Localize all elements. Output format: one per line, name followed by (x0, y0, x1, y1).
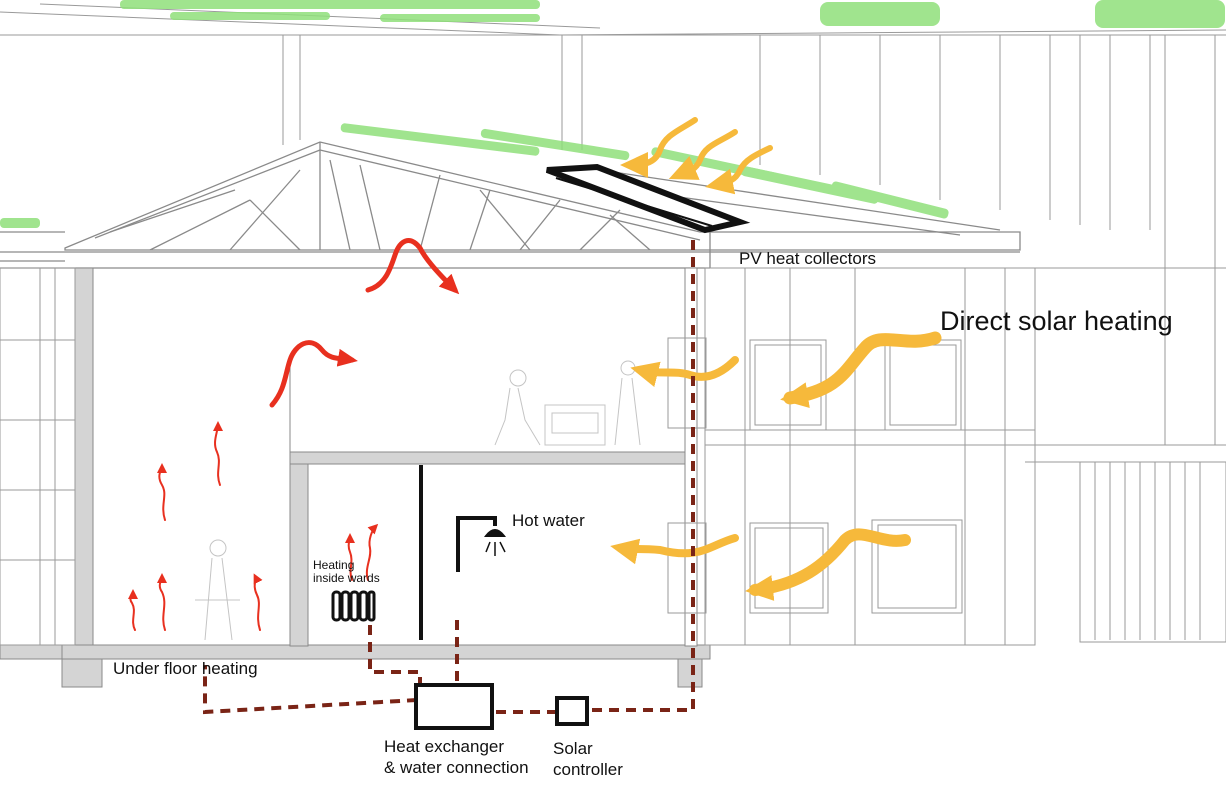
pv-heat-collectors-label: PV heat collectors (739, 249, 877, 268)
hot-water-label: Hot water (512, 511, 585, 530)
solar-controller-label-line2: controller (553, 760, 623, 779)
solar-heat-arrows (610, 117, 942, 601)
heat-exchanger-box (414, 683, 494, 730)
shower-icon (483, 529, 507, 556)
green-roof-vegetation (0, 0, 1225, 228)
solar-controller-box (555, 696, 589, 726)
under-floor-heating-label: Under floor heating (113, 659, 258, 678)
heating-inside-wards-label-line2: inside wards (313, 571, 380, 585)
heat-exchanger-label-line1: Heat exchanger (384, 737, 505, 756)
pv-collector-panel (545, 163, 751, 234)
solar-controller-label-line1: Solar (553, 739, 593, 758)
equipment (414, 163, 751, 730)
indoor-heat-arrows (127, 238, 460, 631)
radiator-icon (331, 590, 376, 622)
heating-pipes (203, 240, 695, 715)
building-structure (0, 267, 711, 688)
interior-furniture (195, 360, 641, 641)
heating-inside-wards-label-line1: Heating (313, 558, 355, 572)
left-neighbour-facade (0, 267, 76, 646)
direct-solar-heating-label: Direct solar heating (940, 306, 1173, 336)
right-facade (667, 267, 1226, 646)
heat-exchanger-label-line2: & water connection (384, 758, 529, 777)
